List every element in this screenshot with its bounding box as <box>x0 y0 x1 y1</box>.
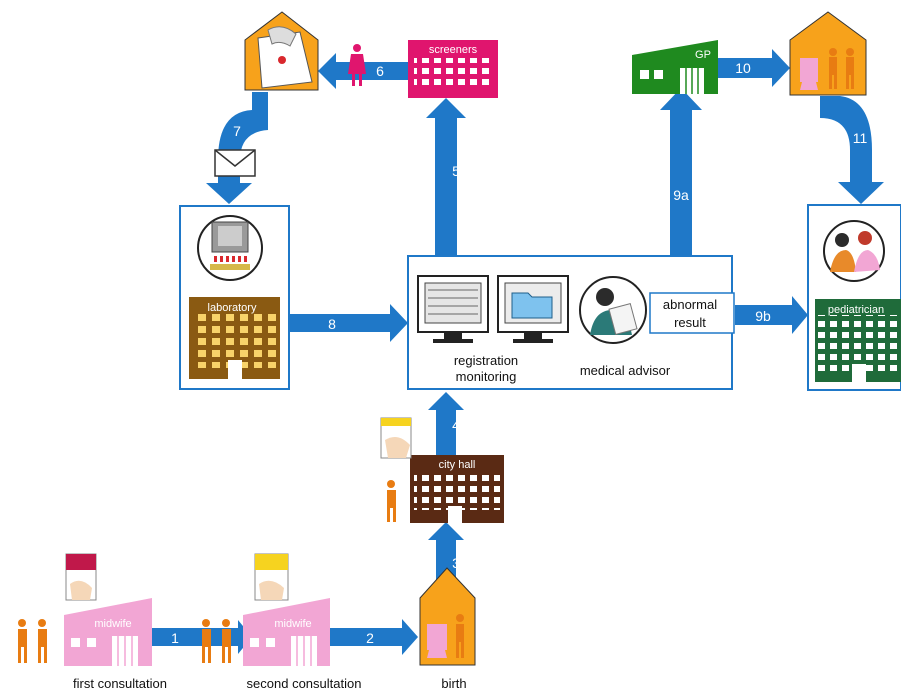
arrow-1 <box>150 620 252 654</box>
step-label: 10 <box>735 60 751 76</box>
second-consultation-caption: second consultation <box>247 676 362 691</box>
birth-caption: birth <box>441 676 466 691</box>
home-blood-spot-card-icon <box>244 11 319 91</box>
medical-advisor-label: medical advisor <box>580 363 671 378</box>
folder-monitor-icon <box>497 275 569 343</box>
arrow-3 <box>428 522 464 590</box>
registration-label: registration <box>454 353 518 368</box>
monitoring-label: monitoring <box>456 369 517 384</box>
abnormal-result-box <box>649 292 735 334</box>
lab-machine-icon <box>197 215 263 281</box>
pediatrician-label: pediatrician <box>828 304 884 316</box>
step-label: 7 <box>233 123 241 139</box>
step-numbers: 1 2 3 4 5 6 7 8 9a 9b 10 11 <box>171 60 867 646</box>
step-label: 11 <box>853 130 868 146</box>
arrow-4 <box>428 392 464 455</box>
gp-building: GP <box>632 40 718 94</box>
city-hall-label: city hall <box>439 459 476 471</box>
screeners-building: screeners <box>408 40 498 98</box>
home-parents-icon <box>789 11 867 96</box>
step-label: 8 <box>328 316 336 332</box>
arrow-5 <box>426 98 466 255</box>
arrow-7 <box>206 92 268 204</box>
midwife-label: midwife <box>274 618 311 630</box>
midwife-label: midwife <box>94 618 131 630</box>
person-icon <box>387 480 396 522</box>
registration-center-panel: registration monitoring medical advisor … <box>407 255 735 390</box>
gp-label: GP <box>695 49 711 61</box>
city-hall-building: city hall <box>410 455 504 523</box>
pregnancy-booklet-icon <box>65 553 97 601</box>
arrow-2 <box>325 619 418 655</box>
envelope-icon <box>214 149 256 177</box>
step-label: 4 <box>452 417 460 433</box>
pregnancy-booklet-icon <box>254 553 289 601</box>
step-label: 2 <box>366 630 374 646</box>
step-label: 9a <box>673 187 689 203</box>
medical-advisor-icon <box>579 276 647 344</box>
laboratory-label: laboratory <box>208 302 257 314</box>
abnormal-label: abnormal <box>663 297 717 312</box>
arrow-9b <box>735 296 808 334</box>
result-label: result <box>674 315 706 330</box>
step-label: 6 <box>376 63 384 79</box>
step-label: 9b <box>755 308 771 324</box>
step-label: 3 <box>452 555 460 571</box>
person-icon <box>348 44 366 86</box>
midwife-building-2: midwife <box>243 598 330 666</box>
arrow-9a <box>660 88 702 285</box>
parents-icon <box>18 619 47 663</box>
step-label: 1 <box>171 630 179 646</box>
midwife-building-1: midwife <box>64 598 152 666</box>
arrow-8 <box>290 304 408 342</box>
flow-arrows <box>150 49 884 655</box>
pediatrician-panel: pediatrician <box>807 204 901 391</box>
birth-home-icon <box>419 567 476 666</box>
parents-icon <box>202 619 231 663</box>
arrow-10 <box>718 49 790 87</box>
step-label: 5 <box>452 163 460 179</box>
doctor-family-icon <box>823 220 885 282</box>
document-hand-icon <box>380 417 412 459</box>
first-consultation-caption: first consultation <box>73 676 167 691</box>
arrow-11 <box>820 96 884 204</box>
laboratory-panel: laboratory <box>179 205 290 390</box>
monitor-icon <box>417 275 489 343</box>
screeners-label: screeners <box>429 44 478 56</box>
